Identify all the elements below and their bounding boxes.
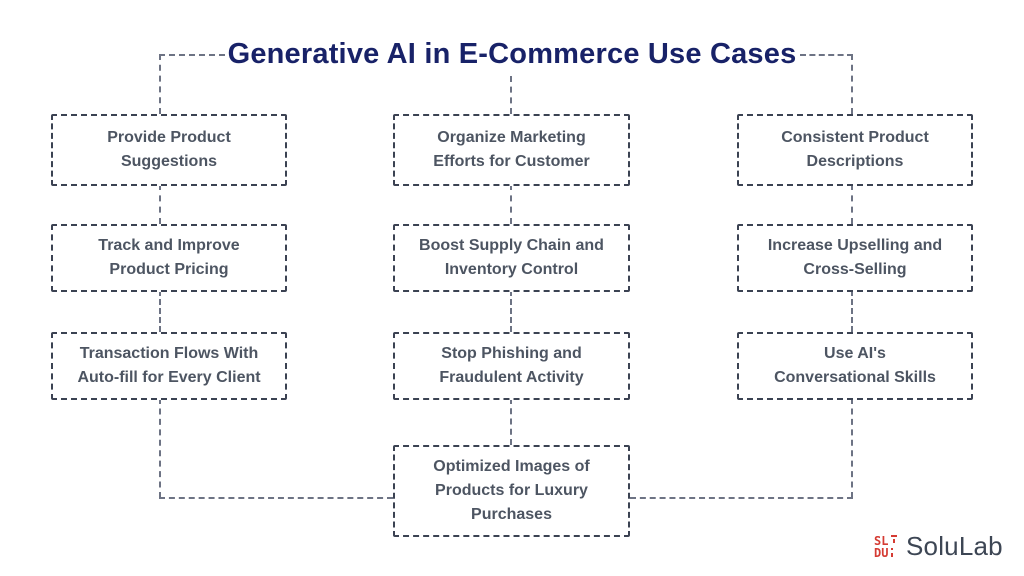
node-track-improve-product-pricing: Track and Improve Product Pricing	[51, 224, 287, 292]
node-label: Stop Phishing and Fraudulent Activity	[439, 345, 584, 386]
node-use-ai-conversational-skills: Use AI's Conversational Skills	[737, 332, 973, 400]
node-boost-supply-chain: Boost Supply Chain and Inventory Control	[393, 224, 630, 292]
node-label: Use AI's Conversational Skills	[774, 345, 936, 386]
node-stop-phishing-fraud: Stop Phishing and Fraudulent Activity	[393, 332, 630, 400]
connector-col2-row2-row3	[510, 290, 512, 332]
node-transaction-flows-autofill: Transaction Flows With Auto-fill for Eve…	[51, 332, 287, 400]
connector-col3-down	[851, 398, 853, 498]
svg-text:DU: DU	[874, 546, 888, 560]
node-label: Optimized Images of Products for Luxury …	[433, 458, 590, 523]
connector-title-left-vertical	[159, 54, 161, 114]
connector-col3-row1-row2	[851, 184, 853, 224]
svg-text:SL: SL	[874, 534, 888, 548]
solulab-logo: SL DU SoluLab	[874, 531, 1003, 562]
connector-bottom-left-horizontal	[159, 497, 393, 499]
node-organize-marketing-efforts: Organize Marketing Efforts for Customer	[393, 114, 630, 186]
connector-col2-row1-row2	[510, 184, 512, 224]
node-provide-product-suggestions: Provide Product Suggestions	[51, 114, 287, 186]
solulab-logo-icon: SL DU	[874, 534, 897, 560]
connector-col1-down	[159, 398, 161, 498]
connector-bottom-right-horizontal	[630, 497, 853, 499]
node-consistent-product-descriptions: Consistent Product Descriptions	[737, 114, 973, 186]
connector-col1-row1-row2	[159, 184, 161, 224]
node-label: Organize Marketing Efforts for Customer	[433, 129, 590, 170]
node-label: Consistent Product Descriptions	[781, 129, 929, 170]
connector-col3-row2-row3	[851, 290, 853, 332]
connector-col2-down	[510, 398, 512, 445]
node-optimized-images-luxury: Optimized Images of Products for Luxury …	[393, 445, 630, 537]
node-label: Provide Product Suggestions	[107, 129, 231, 170]
node-label: Increase Upselling and Cross-Selling	[767, 237, 943, 278]
connector-title-middle-vertical	[510, 76, 512, 114]
connector-title-right-vertical	[851, 54, 853, 114]
diagram-title: Generative AI in E-Commerce Use Cases	[227, 38, 797, 70]
node-increase-upselling: Increase Upselling and Cross-Selling	[737, 224, 973, 292]
connector-title-right-horizontal	[800, 54, 853, 56]
connector-col1-row2-row3	[159, 290, 161, 332]
connector-title-left-horizontal	[159, 54, 225, 56]
solulab-logo-text: SoluLab	[906, 531, 1003, 561]
node-label: Boost Supply Chain and Inventory Control	[419, 237, 604, 278]
node-label: Transaction Flows With Auto-fill for Eve…	[77, 345, 261, 386]
node-label: Track and Improve Product Pricing	[98, 237, 240, 278]
